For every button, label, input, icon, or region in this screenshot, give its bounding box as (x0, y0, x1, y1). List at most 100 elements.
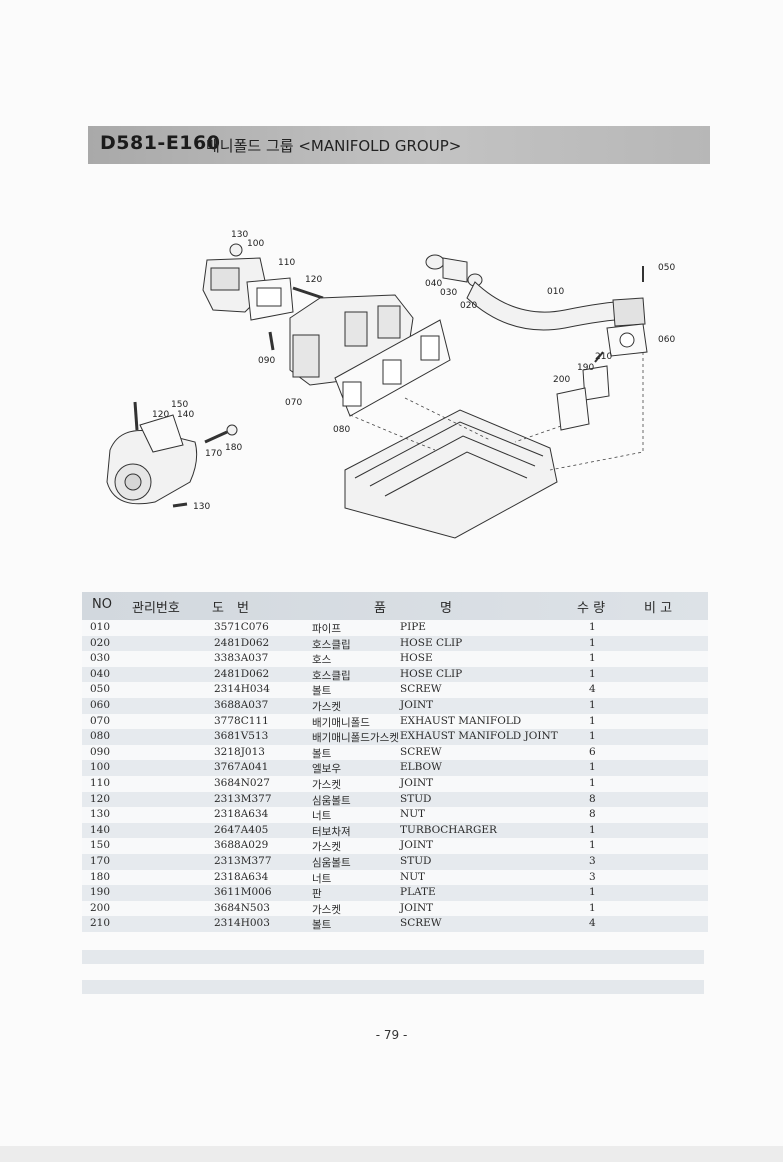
cell-name-en: SCREW (400, 683, 442, 696)
table-row: 170 2313M377 심움볼트 STUD 3 (82, 853, 708, 870)
cell-part-no: 3778C111 (214, 714, 269, 727)
cell-name-en: STUD (400, 854, 432, 867)
callout-label: 070 (285, 398, 302, 408)
cell-name-kr: 너트 (312, 810, 332, 823)
diagram-callouts: 130 100 110 120 090 070 080 150 120 140 … (152, 230, 675, 512)
cell-name-kr: 심움볼트 (312, 856, 351, 869)
hose-part (442, 257, 468, 283)
cell-name-en: EXHAUST MANIFOLD (400, 714, 522, 727)
section-title-band: D581-E160 매니폴드 그룹 <MANIFOLD GROUP> (88, 126, 710, 164)
callout-label: 020 (460, 301, 477, 311)
cell-no: 030 (90, 652, 111, 665)
table-row: 050 2314H034 볼트 SCREW 4 (82, 682, 708, 698)
callout-label: 150 (171, 400, 188, 410)
cell-qty: 4 (589, 917, 596, 930)
cell-name-en: JOINT (400, 839, 434, 852)
cell-no: 170 (90, 854, 111, 867)
header-qty: 수 량 (577, 601, 606, 616)
cell-name-en: STUD (400, 792, 432, 805)
cell-qty: 1 (589, 714, 596, 727)
cell-name-en: EXHAUST MANIFOLD JOINT (400, 730, 558, 743)
callout-label: 180 (225, 443, 242, 453)
cell-qty: 1 (589, 886, 596, 899)
exploded-parts-diagram: 130 100 110 120 090 070 080 150 120 140 … (106, 230, 675, 539)
cell-qty: 3 (589, 870, 596, 883)
group-name: 매니폴드 그룹 <MANIFOLD GROUP> (206, 137, 462, 155)
callout-label: 130 (231, 230, 248, 240)
cell-no: 190 (90, 886, 111, 899)
cell-no: 130 (90, 808, 111, 821)
callout-label: 130 (193, 502, 210, 512)
cell-qty: 1 (589, 761, 596, 774)
callout-label: 050 (658, 263, 675, 273)
cell-name-en: HOSE CLIP (400, 667, 463, 680)
cell-no: 070 (90, 714, 111, 727)
cell-no: 050 (90, 683, 111, 696)
hose-clip-part (425, 254, 445, 270)
cell-name-en: PIPE (400, 621, 426, 633)
cell-name-kr: 엘보우 (312, 763, 341, 776)
cell-part-no: 2318A634 (214, 870, 269, 883)
cell-qty: 4 (589, 683, 596, 696)
cell-name-kr: 볼트 (312, 685, 332, 698)
cell-name-kr: 배기매니폴드가스켓 (312, 732, 399, 745)
header-no: NO (92, 597, 112, 612)
cell-part-no: 3688A037 (214, 698, 269, 711)
callout-label: 080 (333, 425, 350, 435)
page-edge (0, 1146, 783, 1162)
cell-no: 100 (90, 761, 111, 774)
cell-part-no: 3218J013 (214, 745, 265, 758)
cylinder-head-part (344, 409, 558, 539)
callout-label: 100 (247, 239, 264, 249)
stud-part (292, 286, 324, 300)
cell-part-no: 3767A041 (214, 761, 269, 774)
cell-name-kr: 터보차져 (312, 825, 351, 838)
cell-part-no: 2313M377 (214, 854, 272, 867)
cell-part-no: 3611M006 (214, 886, 272, 899)
cell-qty: 1 (589, 652, 596, 665)
cell-qty: 1 (589, 823, 596, 836)
callout-label: 040 (425, 279, 442, 289)
cell-no: 210 (90, 917, 111, 930)
page-number: - 79 - (375, 1028, 408, 1042)
cell-part-no: 3684N027 (214, 776, 270, 789)
cell-qty: 1 (589, 901, 596, 914)
cell-name-kr: 너트 (312, 872, 332, 885)
callout-label: 120 (305, 275, 322, 285)
callout-label: 090 (258, 356, 275, 366)
callout-label: 110 (278, 258, 295, 268)
cell-name-en: JOINT (400, 901, 434, 914)
nut-part (229, 243, 243, 257)
screw-part (268, 331, 275, 351)
cell-name-kr: 심움볼트 (312, 794, 351, 807)
callout-label: 170 (205, 449, 222, 459)
cell-part-no: 2481D062 (214, 667, 270, 680)
cell-name-kr: 파이프 (312, 623, 341, 635)
cell-qty: 6 (589, 745, 596, 758)
cell-no: 080 (90, 730, 111, 743)
cell-name-kr: 배기매니폴드 (312, 716, 370, 729)
cell-name-kr: 호스클립 (312, 638, 351, 651)
cell-part-no: 2314H034 (214, 683, 270, 696)
cell-name-kr: 가스켓 (312, 700, 341, 713)
cell-qty: 3 (589, 854, 596, 867)
table-row: 070 3778C111 배기매니폴드 EXHAUST MANIFOLD 1 (82, 713, 708, 730)
cell-qty: 1 (589, 776, 596, 789)
cell-no: 110 (90, 776, 111, 789)
callout-label: 030 (440, 288, 457, 298)
cell-no: 180 (90, 870, 111, 883)
cell-qty: 1 (589, 636, 596, 649)
cell-part-no: 3383A037 (214, 652, 269, 665)
cell-no: 200 (90, 901, 111, 914)
cell-no: 040 (90, 667, 111, 680)
cell-qty: 1 (589, 667, 596, 680)
